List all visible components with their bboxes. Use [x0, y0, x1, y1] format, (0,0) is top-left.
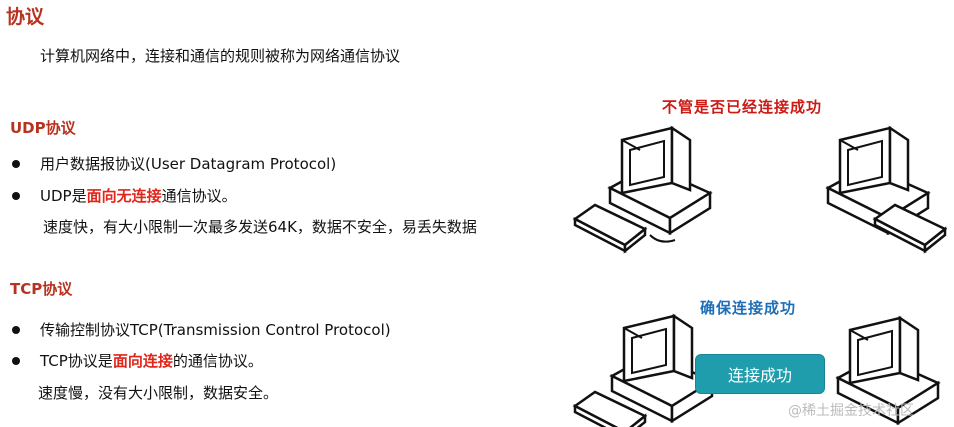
bullet-dot-icon: [12, 191, 20, 200]
keyboard-icon: [873, 203, 947, 253]
udp-emphasis: 面向无连接: [86, 187, 162, 205]
page-title: 协议: [6, 6, 45, 28]
desktop-computer-icon: [608, 126, 712, 235]
udp-bullet-2-prefix: UDP是: [40, 187, 87, 205]
tcp-bullet-2-suffix: 的通信协议。: [172, 352, 263, 370]
tcp-bullet-1: 传输控制协议TCP(Transmission Control Protocol): [12, 319, 391, 340]
connect-success-button[interactable]: 连接成功: [695, 354, 825, 394]
udp-detail: 速度快，有大小限制一次最多发送64K，数据不安全，易丢失数据: [43, 218, 477, 236]
udp-section-title: UDP协议: [10, 119, 76, 137]
tcp-emphasis: 面向连接: [112, 352, 173, 370]
udp-bullet-1: 用户数据报协议(User Datagram Protocol): [12, 153, 336, 174]
tcp-section-title: TCP协议: [10, 280, 73, 298]
intro-text: 计算机网络中，连接和通信的规则被称为网络通信协议: [40, 47, 401, 65]
tcp-bullet-1-text: 传输控制协议TCP(Transmission Control Protocol): [40, 321, 391, 339]
cable-icon: [649, 234, 676, 243]
watermark: @稀土掘金技术社区: [788, 403, 914, 419]
tcp-bullet-2: TCP协议是面向连接的通信协议。: [12, 350, 263, 371]
udp-bullet-1-text: 用户数据报协议(User Datagram Protocol): [40, 155, 337, 173]
tcp-illustration-caption: 确保连接成功: [700, 299, 797, 317]
tcp-detail: 速度慢，没有大小限制，数据安全。: [38, 384, 279, 402]
bullet-dot-icon: [12, 325, 20, 334]
udp-bullet-2-suffix: 通信协议。: [161, 187, 237, 205]
tcp-bullet-2-prefix: TCP协议是: [40, 352, 113, 370]
bullet-dot-icon: [12, 356, 20, 365]
udp-bullet-2: UDP是面向无连接通信协议。: [12, 185, 237, 206]
bullet-dot-icon: [12, 159, 20, 168]
udp-illustration-caption: 不管是否已经连接成功: [662, 98, 823, 116]
